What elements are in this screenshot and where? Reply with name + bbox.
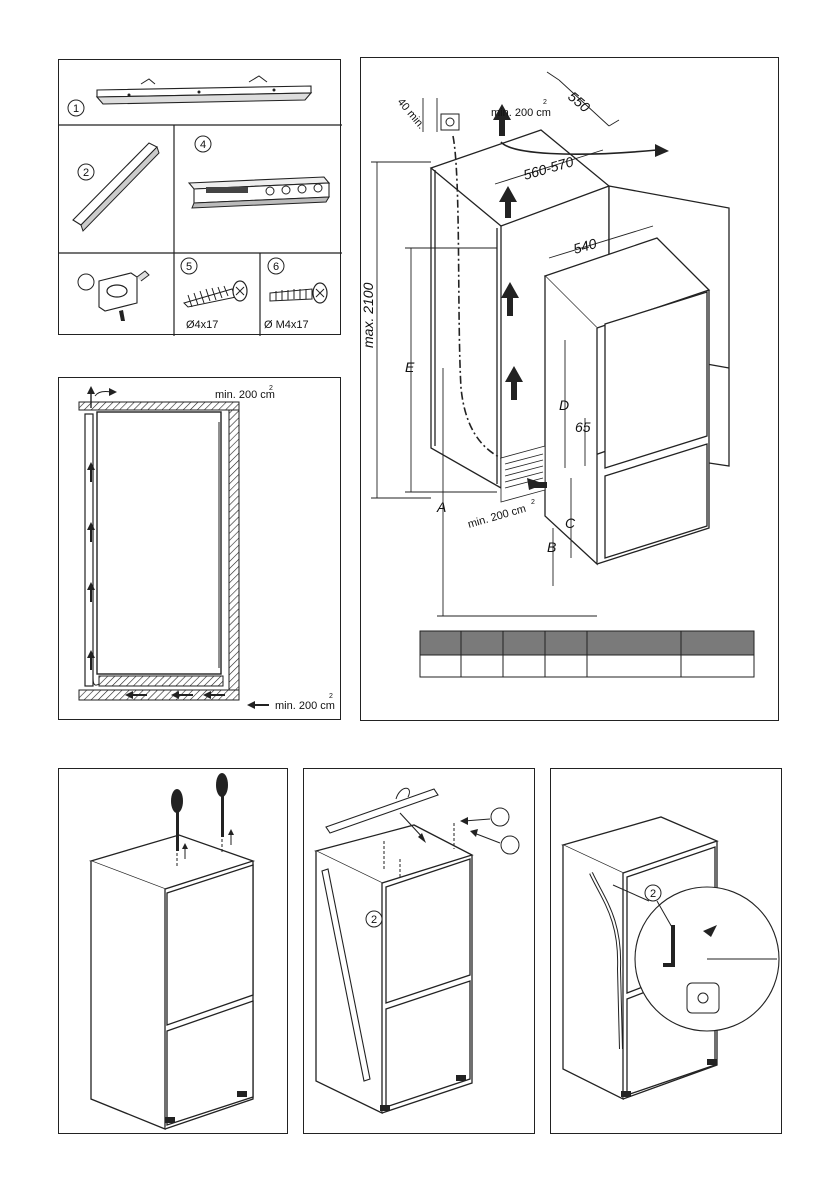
part-4-door-bracket-set: 4 — [187, 135, 331, 209]
ventilation-bottom-exp: 2 — [329, 693, 333, 700]
step-1-panel — [58, 768, 288, 1134]
cover-strip — [321, 868, 371, 1082]
furniture-door — [84, 413, 94, 687]
cabinet-top-wall — [78, 401, 240, 411]
ventilation-diagram: min. 200 cm 2 min. 200 cm 2 — [78, 385, 335, 712]
ventilation-top-label: min. 200 cm — [215, 389, 275, 401]
screwdriver-icons — [171, 773, 228, 851]
dimensions-diagram: min. 200 cm 2 40 min. 550 560-570 540 ma… — [360, 71, 755, 678]
part-6-size: Ø M4x17 — [264, 319, 309, 331]
appliance-body — [88, 834, 256, 1130]
part-2-number: 2 — [83, 167, 89, 179]
appliance-body — [96, 411, 222, 675]
ventilation-bottom-label: min. 200 cm — [275, 700, 335, 712]
part-6-number: 6 — [273, 261, 279, 273]
vent-bottom-label: min. 200 cm — [467, 503, 528, 531]
step-3-part-number: 2 — [650, 888, 656, 900]
cabinet-bottom-wall — [78, 689, 240, 701]
vent-top-exp: 2 — [543, 99, 547, 106]
dimension-E-label: E — [405, 359, 415, 375]
part-6-machine-screw: 6 Ø M4x17 — [264, 257, 328, 331]
top-bracket — [325, 788, 439, 834]
max-height-label: max. 2100 — [360, 282, 376, 348]
step-3-diagram: 2 — [561, 816, 780, 1101]
step-2-diagram: 2 — [314, 787, 520, 1115]
appliance — [543, 237, 711, 566]
part-5-wood-screw: 5 Ø4x17 — [180, 257, 248, 331]
cabinet-back-wall — [228, 409, 240, 691]
step-3-panel: 2 — [550, 768, 782, 1134]
part-4-number: 4 — [200, 139, 206, 151]
depth-550-label: 550 — [565, 88, 593, 115]
gap-40-label: 40 min. — [395, 96, 427, 131]
depth-540-label: 540 — [571, 235, 598, 257]
parts-grid — [59, 124, 342, 336]
part-5-size: Ø4x17 — [186, 319, 218, 331]
dimension-65-label: 65 — [575, 419, 591, 435]
vent-bottom-exp: 2 — [531, 499, 535, 506]
vent-top-label: min. 200 cm — [491, 107, 551, 119]
dimension-B-label: B — [547, 539, 556, 555]
dimension-D-label: D — [559, 397, 569, 413]
ventilation-panel: min. 200 cm 2 min. 200 cm 2 — [58, 377, 341, 720]
step-2-part-number: 2 — [371, 914, 377, 926]
part-1-top-bracket: 1 — [67, 75, 313, 117]
part-1-number: 1 — [73, 103, 79, 115]
part-2-cover-strip: 2 — [72, 142, 160, 232]
parts-panel: 1 2 4 5 — [58, 59, 342, 336]
dimensions-panel: min. 200 cm 2 40 min. 550 560-570 540 ma… — [360, 57, 779, 721]
step-1-diagram — [88, 773, 256, 1130]
part-clip — [77, 270, 150, 321]
dimension-C-label: C — [565, 515, 576, 531]
step-2-panel: 2 — [303, 768, 535, 1134]
ventilation-top-exp: 2 — [269, 385, 273, 392]
dimension-A-label: A — [436, 499, 446, 515]
appliance-body — [314, 824, 474, 1115]
dimension-table — [419, 630, 755, 678]
part-5-number: 5 — [186, 261, 192, 273]
